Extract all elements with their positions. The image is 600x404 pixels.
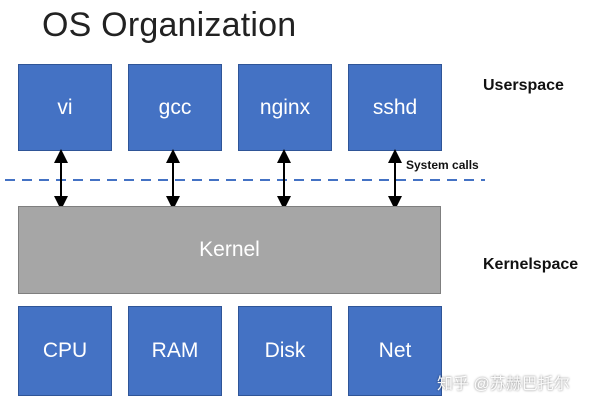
system-calls-label: System calls (406, 158, 479, 172)
userspace-box-vi: vi (18, 64, 112, 151)
kernel-box: Kernel (18, 206, 441, 294)
userspace-box-sshd: sshd (348, 64, 442, 151)
hardware-box-net: Net (348, 306, 442, 396)
page-title: OS Organization (42, 6, 297, 44)
watermark-text: 知乎 @苏赫巴托尔 (437, 376, 570, 393)
userspace-box-gcc: gcc (128, 64, 222, 151)
userspace-box-nginx: nginx (238, 64, 332, 151)
hardware-box-ram: RAM (128, 306, 222, 396)
hardware-box-disk: Disk (238, 306, 332, 396)
userspace-label: Userspace (483, 77, 564, 94)
hardware-box-cpu: CPU (18, 306, 112, 396)
kernelspace-label: Kernelspace (483, 256, 579, 273)
